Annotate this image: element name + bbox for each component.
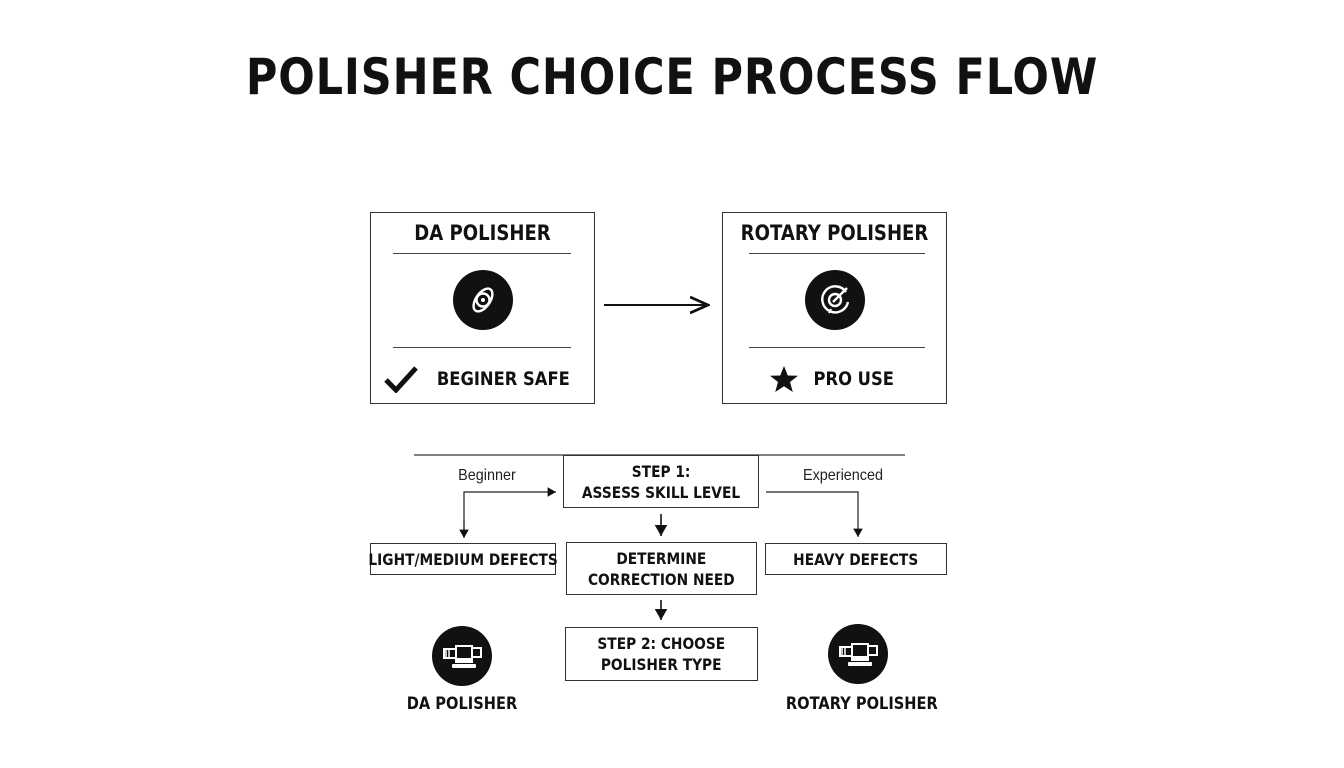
experienced-connector bbox=[766, 491, 863, 537]
divider bbox=[749, 253, 925, 254]
rotary-polisher-card-heading: ROTARY POLISHER bbox=[740, 221, 929, 245]
step2-box: STEP 2: CHOOSE POLISHER TYPE bbox=[565, 627, 758, 681]
step1-line2: ASSESS SKILL LEVEL bbox=[581, 482, 741, 502]
rotary-target-icon bbox=[805, 270, 865, 330]
star-icon bbox=[769, 366, 798, 392]
bottom-left-label: DA POLISHER bbox=[406, 694, 518, 714]
da-polisher-card-footer: BEGINER SAFE bbox=[437, 368, 570, 390]
determine-box: DETERMINE CORRECTION NEED bbox=[566, 542, 757, 595]
step2-line2: POLISHER TYPE bbox=[601, 655, 722, 674]
heavy-defects-box: HEAVY DEFECTS bbox=[765, 543, 947, 575]
orbit-icon bbox=[453, 270, 513, 330]
determine-line2: CORRECTION NEED bbox=[588, 569, 735, 589]
beginner-label: Beginner bbox=[458, 467, 516, 484]
determine-line1: DETERMINE bbox=[616, 548, 707, 568]
checkmark-icon bbox=[384, 366, 419, 393]
light-medium-defects-box: LIGHT/MEDIUM DEFECTS bbox=[368, 543, 558, 575]
light-medium-defects-label: LIGHT/MEDIUM DEFECTS bbox=[368, 549, 558, 569]
rotary-polisher-card-footer: PRO USE bbox=[813, 368, 894, 390]
polisher-tool-icon bbox=[828, 624, 888, 684]
divider bbox=[393, 253, 571, 254]
experienced-label: Experienced bbox=[802, 467, 884, 484]
beginner-connector bbox=[463, 487, 556, 537]
da-polisher-card-heading: DA POLISHER bbox=[414, 221, 551, 245]
page-title: POLISHER CHOICE PROCESS FLOW bbox=[245, 48, 1099, 106]
rotary-polisher-card: ROTARY POLISHER PRO USE bbox=[722, 212, 947, 404]
step2-line1: STEP 2: CHOOSE bbox=[597, 634, 726, 653]
divider bbox=[749, 347, 925, 348]
bottom-right-label: ROTARY POLISHER bbox=[785, 694, 938, 714]
da-polisher-card: DA POLISHER BEGINER SAFE bbox=[370, 212, 595, 404]
polisher-tool-icon bbox=[432, 626, 492, 686]
step1-box: STEP 1: ASSESS SKILL LEVEL bbox=[563, 455, 759, 508]
step1-line1: STEP 1: bbox=[631, 461, 691, 481]
heavy-defects-label: HEAVY DEFECTS bbox=[793, 549, 919, 569]
divider bbox=[393, 347, 571, 348]
